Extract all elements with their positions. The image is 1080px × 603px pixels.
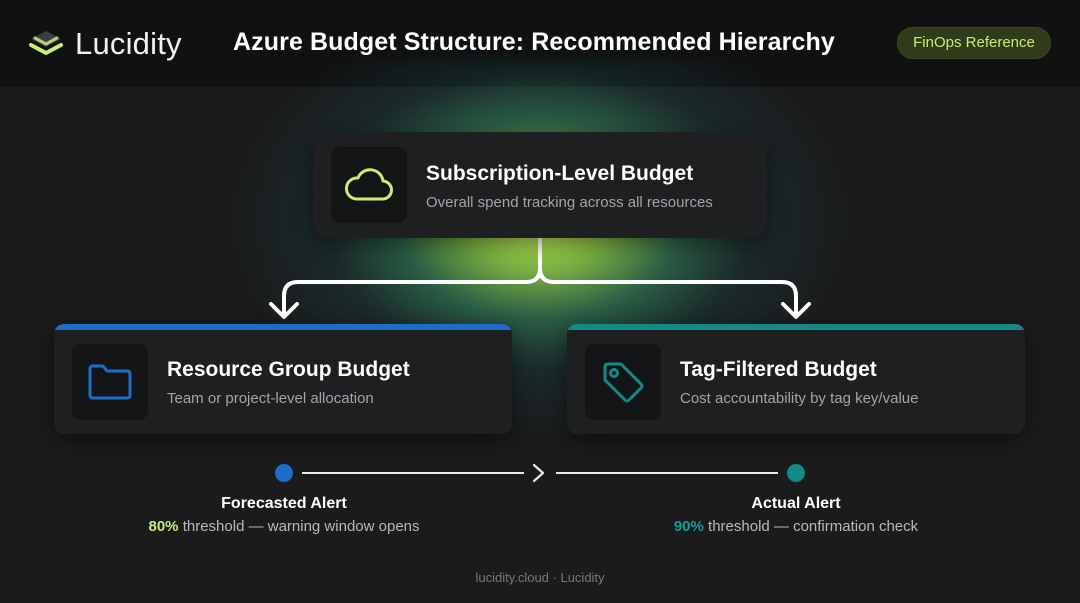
- subscription-budget-title: Subscription-Level Budget: [426, 162, 694, 185]
- forecasted-alert-dot: [275, 464, 293, 482]
- actual-alert-text: threshold — confirmation check: [703, 518, 919, 535]
- finops-reference-badge: FinOps Reference: [897, 27, 1051, 59]
- brand-logo[interactable]: Lucidity: [27, 25, 182, 63]
- actual-alert-percent: 90%: [673, 518, 704, 535]
- resource-group-budget-title: Resource Group Budget: [167, 358, 410, 381]
- tag-filtered-budget-description: Cost accountability by tag key/value: [680, 390, 919, 407]
- tag-icon-box: [585, 344, 661, 420]
- forecasted-alert-title: Forecasted Alert: [221, 495, 347, 512]
- actual-alert-title: Actual Alert: [751, 495, 841, 512]
- card-accent-stripe: [567, 324, 1025, 330]
- tag-filtered-budget-card[interactable]: Tag-Filtered Budget Cost accountability …: [567, 324, 1025, 434]
- tag-filtered-budget-title: Tag-Filtered Budget: [680, 358, 877, 381]
- subscription-budget-card[interactable]: Subscription-Level Budget Overall spend …: [313, 132, 767, 238]
- forecasted-alert-percent: 80%: [148, 518, 179, 535]
- subscription-budget-description: Overall spend tracking across all resour…: [426, 194, 713, 211]
- cloud-icon: [344, 168, 393, 201]
- forecasted-alert-description: 80% threshold — warning window opens: [104, 518, 464, 535]
- actual-alert-description: 90% threshold — confirmation check: [616, 518, 976, 535]
- resource-group-budget-description: Team or project-level allocation: [167, 390, 374, 407]
- page-title: Azure Budget Structure: Recommended Hier…: [233, 28, 835, 56]
- chevron-right-icon: [532, 463, 545, 483]
- footer-text: lucidity.cloud · Lucidity: [475, 570, 605, 585]
- brand-name: Lucidity: [75, 26, 182, 61]
- header-bar: Lucidity Azure Budget Structure: Recomme…: [0, 0, 1080, 87]
- resource-group-budget-card[interactable]: Resource Group Budget Team or project-le…: [54, 324, 512, 434]
- card-accent-stripe: [54, 324, 512, 330]
- folder-icon-box: [72, 344, 148, 420]
- tag-icon: [603, 362, 644, 403]
- lucidity-logo-icon: [29, 31, 63, 55]
- actual-alert-dot: [787, 464, 805, 482]
- forecasted-alert-text: threshold — warning window opens: [178, 518, 420, 535]
- folder-icon: [88, 364, 132, 400]
- cloud-icon-box: [331, 147, 407, 223]
